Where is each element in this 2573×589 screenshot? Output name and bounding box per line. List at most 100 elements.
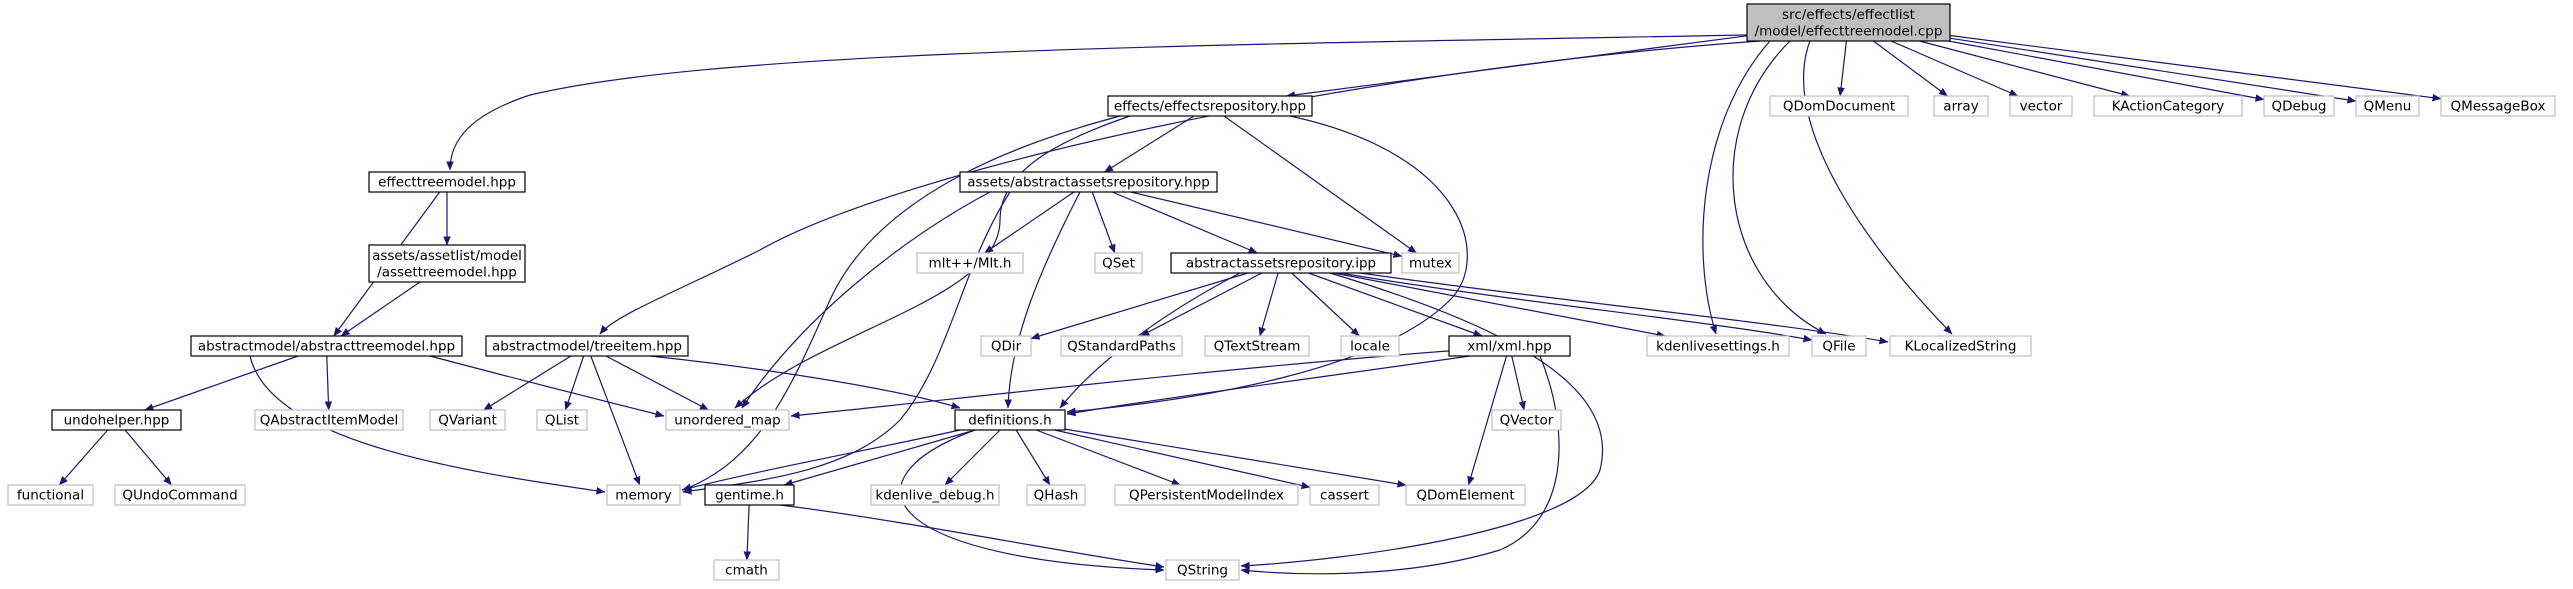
- node-qmenu: QMenu: [2355, 95, 2420, 117]
- node-assettreemodel[interactable]: assets/assetlist/model/assettreemodel.hp…: [368, 244, 526, 283]
- edge-effects_repo-to-mutex: [1223, 115, 1417, 254]
- edge-definitions-to-memory: [681, 429, 961, 492]
- node-qdir: QDir: [980, 335, 1032, 357]
- node-label: cassert: [1320, 488, 1369, 504]
- node-box: [368, 244, 526, 283]
- edge-treeitem-to-qlist: [564, 355, 585, 411]
- node-qvector: QVector: [1491, 409, 1562, 431]
- node-abstractassetsrepo_ipp[interactable]: abstractassetsrepository.ipp: [1170, 252, 1392, 274]
- node-label: KActionCategory: [2112, 99, 2225, 115]
- node-qhash: QHash: [1026, 484, 1086, 506]
- node-cmath: cmath: [713, 559, 780, 581]
- edge-effects_repo-to-definitions: [1066, 115, 1468, 415]
- edge-treeitem-to-memory: [590, 355, 641, 486]
- node-memory: memory: [606, 484, 681, 506]
- edge-xml-to-definitions: [1066, 355, 1471, 417]
- node-box: [1114, 484, 1299, 506]
- node-box: [1405, 484, 1526, 506]
- node-label: assets/abstractassetsrepository.hpp: [967, 175, 1210, 191]
- node-box: [916, 252, 1024, 274]
- node-locale: locale: [1340, 335, 1400, 357]
- node-label: QDebug: [2271, 99, 2326, 115]
- node-box: [1170, 252, 1392, 274]
- node-box: [1889, 335, 2032, 357]
- edge-definitions-to-qdomelement: [1064, 428, 1407, 488]
- node-box: [713, 559, 780, 581]
- edge-assettreemodel-to-abstracttreemodel: [340, 281, 421, 337]
- edge-abstractassetsrepo_ipp-to-locale: [1291, 272, 1360, 337]
- node-box: [870, 484, 1000, 506]
- node-effects_repo[interactable]: effects/effectsrepository.hpp: [1107, 95, 1313, 117]
- node-label: definitions.h: [968, 413, 1051, 429]
- node-box: [959, 171, 1218, 193]
- node-box: [1340, 335, 1400, 357]
- node-label: src/effects/effectlist: [1782, 7, 1915, 23]
- node-box: [190, 335, 463, 357]
- node-box: [1933, 95, 1989, 117]
- node-abstracttreemodel[interactable]: abstractmodel/abstracttreemodel.hpp: [190, 335, 463, 357]
- node-label: QDir: [991, 339, 1022, 355]
- node-box: [1309, 484, 1380, 506]
- node-label: functional: [17, 488, 84, 504]
- node-box: [1204, 335, 1310, 357]
- node-box: [954, 409, 1066, 431]
- node-label: QTextStream: [1214, 339, 1301, 355]
- node-label: QString: [1177, 563, 1228, 579]
- node-undohelper[interactable]: undohelper.hpp: [51, 409, 182, 431]
- edge-root-to-effecttreemodel_hpp: [446, 34, 1748, 171]
- node-box: [606, 484, 681, 506]
- node-functional: functional: [7, 484, 94, 506]
- node-kdenlive_debug: kdenlive_debug.h: [870, 484, 1000, 506]
- edge-undohelper-to-qundocommand: [124, 429, 172, 486]
- edge-abstractassetsrepo_hpp-to-mlt: [984, 191, 1075, 254]
- edge-abstractassetsrepo_hpp-to-qset: [1091, 191, 1116, 254]
- node-gentime[interactable]: gentime.h: [704, 484, 795, 506]
- node-label: gentime.h: [715, 488, 784, 504]
- node-box: [2440, 95, 2556, 117]
- node-qvariant: QVariant: [429, 409, 506, 431]
- node-box: [485, 335, 689, 357]
- node-qstring: QString: [1165, 559, 1240, 581]
- node-label: kdenlivesettings.h: [1656, 339, 1780, 355]
- edge-abstracttreemodel-to-memory: [249, 355, 606, 495]
- node-label: QAbstractItemModel: [260, 413, 399, 429]
- node-label: cmath: [725, 563, 768, 579]
- node-box: [1107, 95, 1313, 117]
- edge-abstractassetsrepo_ipp-to-xml: [1308, 272, 1483, 337]
- edge-root-to-qmessagebox: [1949, 34, 2442, 102]
- node-effecttreemodel_hpp[interactable]: effecttreemodel.hpp: [368, 171, 526, 193]
- edge-treeitem-to-definitions: [649, 355, 961, 410]
- edge-abstractassetsrepo_ipp-to-qfile: [1339, 272, 1813, 343]
- node-qfile: QFile: [1811, 335, 1867, 357]
- node-label: effecttreemodel.hpp: [378, 175, 516, 191]
- node-qdomelement: QDomElement: [1405, 484, 1526, 506]
- node-label: QMessageBox: [2451, 99, 2546, 115]
- node-qdebug: QDebug: [2263, 95, 2335, 117]
- node-mlt: mlt++/Mlt.h: [916, 252, 1024, 274]
- node-xml[interactable]: xml/xml.hpp: [1448, 335, 1571, 357]
- edge-definitions-to-kdenlive_debug: [944, 429, 1001, 486]
- node-label: /assettreemodel.hpp: [377, 264, 517, 280]
- edge-abstractassetsrepo_hpp-to-memory: [682, 191, 1011, 495]
- node-treeitem[interactable]: abstractmodel/treeitem.hpp: [485, 335, 689, 357]
- edge-gentime-to-cmath: [743, 504, 752, 561]
- node-qlist: QList: [536, 409, 588, 431]
- node-box: [1769, 95, 1909, 117]
- edge-abstractassetsrepo_ipp-to-qstring: [1240, 272, 1604, 570]
- node-label: array: [1943, 99, 1978, 115]
- edge-definitions-to-cassert: [1054, 429, 1311, 490]
- node-root[interactable]: src/effects/effectlist/model/effecttreem…: [1746, 3, 1951, 42]
- node-abstractassetsrepo_hpp[interactable]: assets/abstractassetsrepository.hpp: [959, 171, 1218, 193]
- node-label: QDomDocument: [1783, 99, 1895, 115]
- node-label: QList: [545, 413, 579, 429]
- node-definitions[interactable]: definitions.h: [954, 409, 1066, 431]
- node-label: QUndoCommand: [122, 488, 237, 504]
- edge-abstracttreemodel-to-unordered_map: [429, 355, 665, 418]
- edge-abstractassetsrepo_hpp-to-definitions: [1004, 191, 1081, 409]
- edge-root-to-vector: [1890, 40, 2019, 97]
- node-qpersistentmodelindex: QPersistentModelIndex: [1114, 484, 1299, 506]
- node-label: QFile: [1822, 339, 1855, 355]
- node-label: assets/assetlist/model: [372, 248, 522, 264]
- edge-abstracttreemodel-to-undohelper: [144, 355, 299, 411]
- node-box: [51, 409, 182, 431]
